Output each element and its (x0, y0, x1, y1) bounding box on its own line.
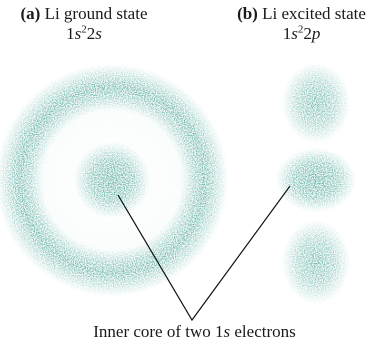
panel-a-name: Li ground state (44, 4, 148, 23)
excited-state-cloud (276, 63, 356, 304)
excited-state-title: (b) Li excited state 1s22p (214, 4, 389, 44)
panel-b-tag: (b) (237, 4, 258, 23)
2p-upper-lobe (282, 63, 350, 143)
excited-state-heading: (b) Li excited state (214, 4, 389, 24)
1s-inner-core-a (74, 142, 150, 218)
ground-state-title: (a) Li ground state 1s22s (0, 4, 168, 44)
excited-state-configuration: 1s22p (282, 23, 321, 43)
panel-a-tag: (a) (20, 4, 41, 23)
1s-inner-core-b (276, 148, 356, 212)
ground-state-heading: (a) Li ground state (0, 4, 168, 24)
ground-state-configuration: 1s22s (66, 23, 102, 43)
2p-lower-lobe (282, 220, 350, 304)
ground-state-cloud (0, 64, 228, 296)
panel-b-name: Li excited state (262, 4, 366, 23)
inner-core-caption: Inner core of two 1s electrons (93, 322, 296, 341)
core-pointer-lines (117, 185, 291, 322)
